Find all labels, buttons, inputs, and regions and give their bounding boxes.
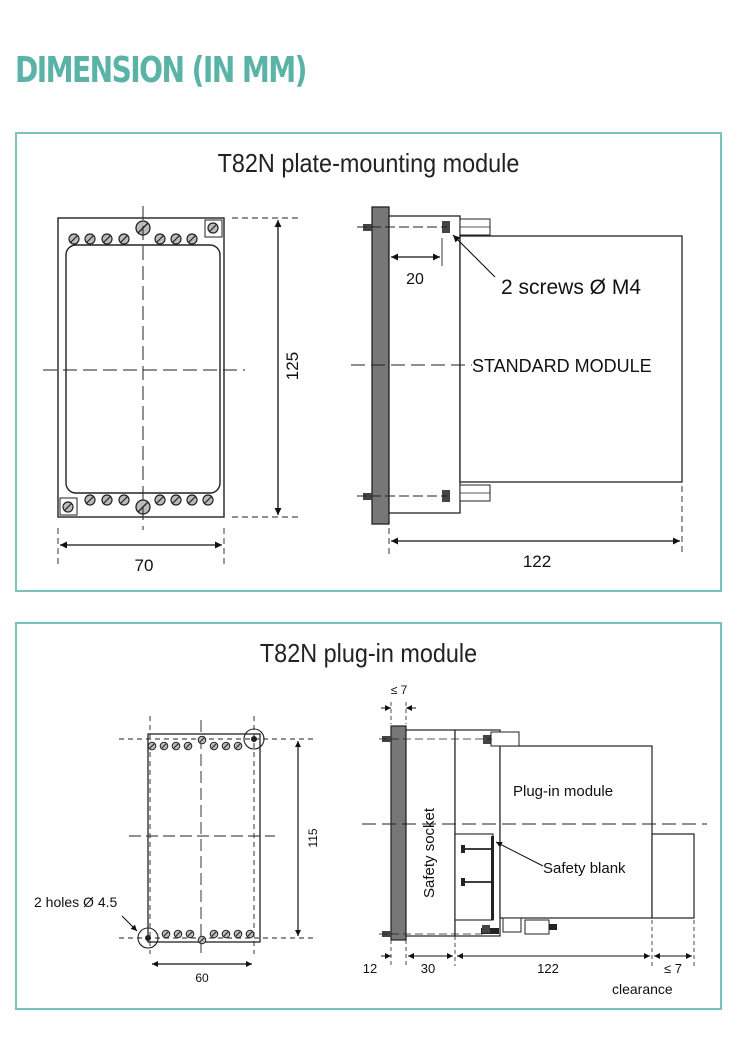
- plate-mounting-panel: T82N plate-mounting module: [15, 132, 722, 592]
- safety-blank: [454, 833, 494, 921]
- plug-in-panel: T82N plug-in module: [15, 622, 722, 1010]
- plugin-width-dimension: 60: [195, 971, 209, 985]
- front-view: 125 70: [43, 206, 302, 575]
- plugin-side-view: ≤ 7: [362, 683, 707, 997]
- plugin-terminals-top: [147, 735, 243, 751]
- clearance-label: clearance: [612, 981, 673, 997]
- plugin-module-body: [499, 745, 653, 919]
- plugin-panel-title: T82N plug-in module: [259, 638, 478, 668]
- plate-offset-dimension: 20: [406, 271, 424, 288]
- holes-label: 2 holes Ø 4.5: [34, 894, 117, 910]
- screws-label: 2 screws Ø M4: [501, 276, 641, 299]
- plugin-height-dimension: 115: [306, 828, 320, 847]
- plate-depth-dimension: 122: [523, 552, 551, 571]
- safety-blank-label: Safety blank: [543, 860, 626, 877]
- side-view: 20 2 screws Ø M4 STANDARD MODULE 122: [351, 206, 683, 571]
- plate-height-dimension: 125: [283, 352, 302, 380]
- dimension-12: 12: [363, 961, 377, 976]
- plate-mounting-drawing: 125 70 20 2: [43, 206, 683, 575]
- plate-panel-title: T82N plate-mounting module: [217, 148, 520, 178]
- plugin-front-view: 115 60 2 holes Ø 4.5: [34, 716, 320, 985]
- dimension-122: 122: [537, 961, 559, 976]
- standard-module-body: [459, 235, 683, 483]
- plugin-mounting-plate: [390, 725, 407, 941]
- plugin-module-label: Plug-in module: [513, 783, 613, 800]
- mounting-hole-bottom-icon: [137, 927, 159, 949]
- dimension-30: 30: [421, 961, 435, 976]
- gap-dimension: ≤ 7: [391, 683, 408, 697]
- mounting-hole-top-icon: [243, 728, 265, 750]
- standard-module-label: STANDARD MODULE: [472, 356, 652, 376]
- safety-socket-label: Safety socket: [421, 807, 438, 898]
- plug-in-drawing: 115 60 2 holes Ø 4.5 ≤ 7: [34, 683, 707, 997]
- page-title: DIMENSION (IN MM): [15, 50, 308, 91]
- dimension-clearance: ≤ 7: [664, 961, 682, 976]
- plate-width-dimension: 70: [135, 556, 154, 575]
